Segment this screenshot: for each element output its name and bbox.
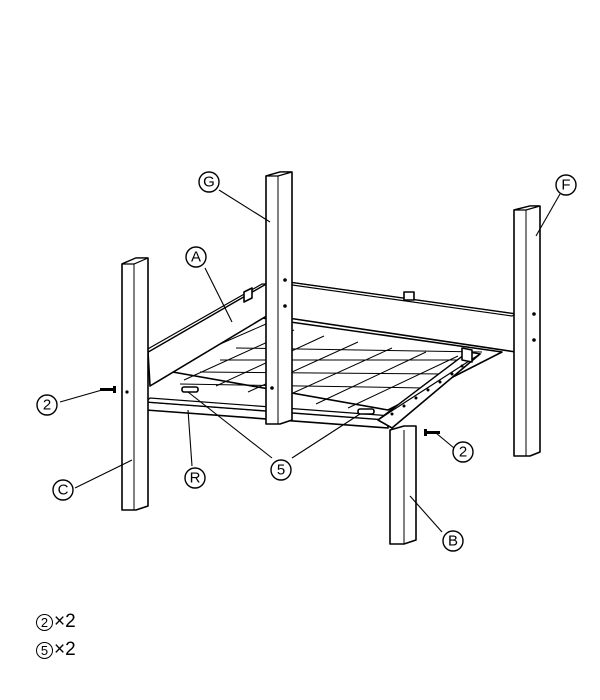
svg-text:C: C (58, 482, 69, 499)
dowel-right (357, 408, 375, 415)
parts-row-5: 5 ×2 (36, 636, 76, 664)
bolt-right (424, 429, 440, 436)
label-5: 5 (270, 459, 292, 481)
svg-text:G: G (203, 174, 215, 191)
label-a: A (185, 246, 207, 268)
label-2-left: 2 (36, 394, 58, 416)
leg-f (513, 205, 541, 457)
label-f: F (555, 174, 577, 196)
part-number-circle: 2 (36, 613, 53, 631)
leg-g (265, 171, 293, 425)
svg-text:5: 5 (277, 462, 285, 479)
svg-text:2: 2 (459, 444, 467, 461)
label-2-right: 2 (452, 441, 474, 463)
svg-text:B: B (448, 533, 458, 550)
svg-text:2: 2 (43, 397, 51, 414)
svg-text:R: R (190, 470, 201, 487)
svg-text:A: A (191, 249, 201, 266)
part-number-circle: 5 (36, 641, 53, 659)
svg-text:F: F (561, 177, 570, 194)
leg-b (389, 425, 417, 545)
leader-lines (59, 189, 561, 533)
part-quantity: ×2 (54, 639, 76, 660)
dowel-left (181, 386, 199, 393)
bolt-left (100, 386, 116, 393)
part-quantity: ×2 (54, 611, 76, 632)
leg-c (121, 257, 149, 511)
label-b: B (442, 530, 464, 552)
label-r: R (184, 467, 206, 489)
back-panel (283, 281, 518, 353)
parts-row-2: 2 ×2 (36, 608, 76, 636)
parts-list: 2 ×2 5 ×2 (36, 608, 76, 664)
panel-a (145, 283, 271, 387)
label-g: G (198, 171, 220, 193)
label-c: C (52, 479, 74, 501)
metal-bracket (377, 347, 482, 429)
